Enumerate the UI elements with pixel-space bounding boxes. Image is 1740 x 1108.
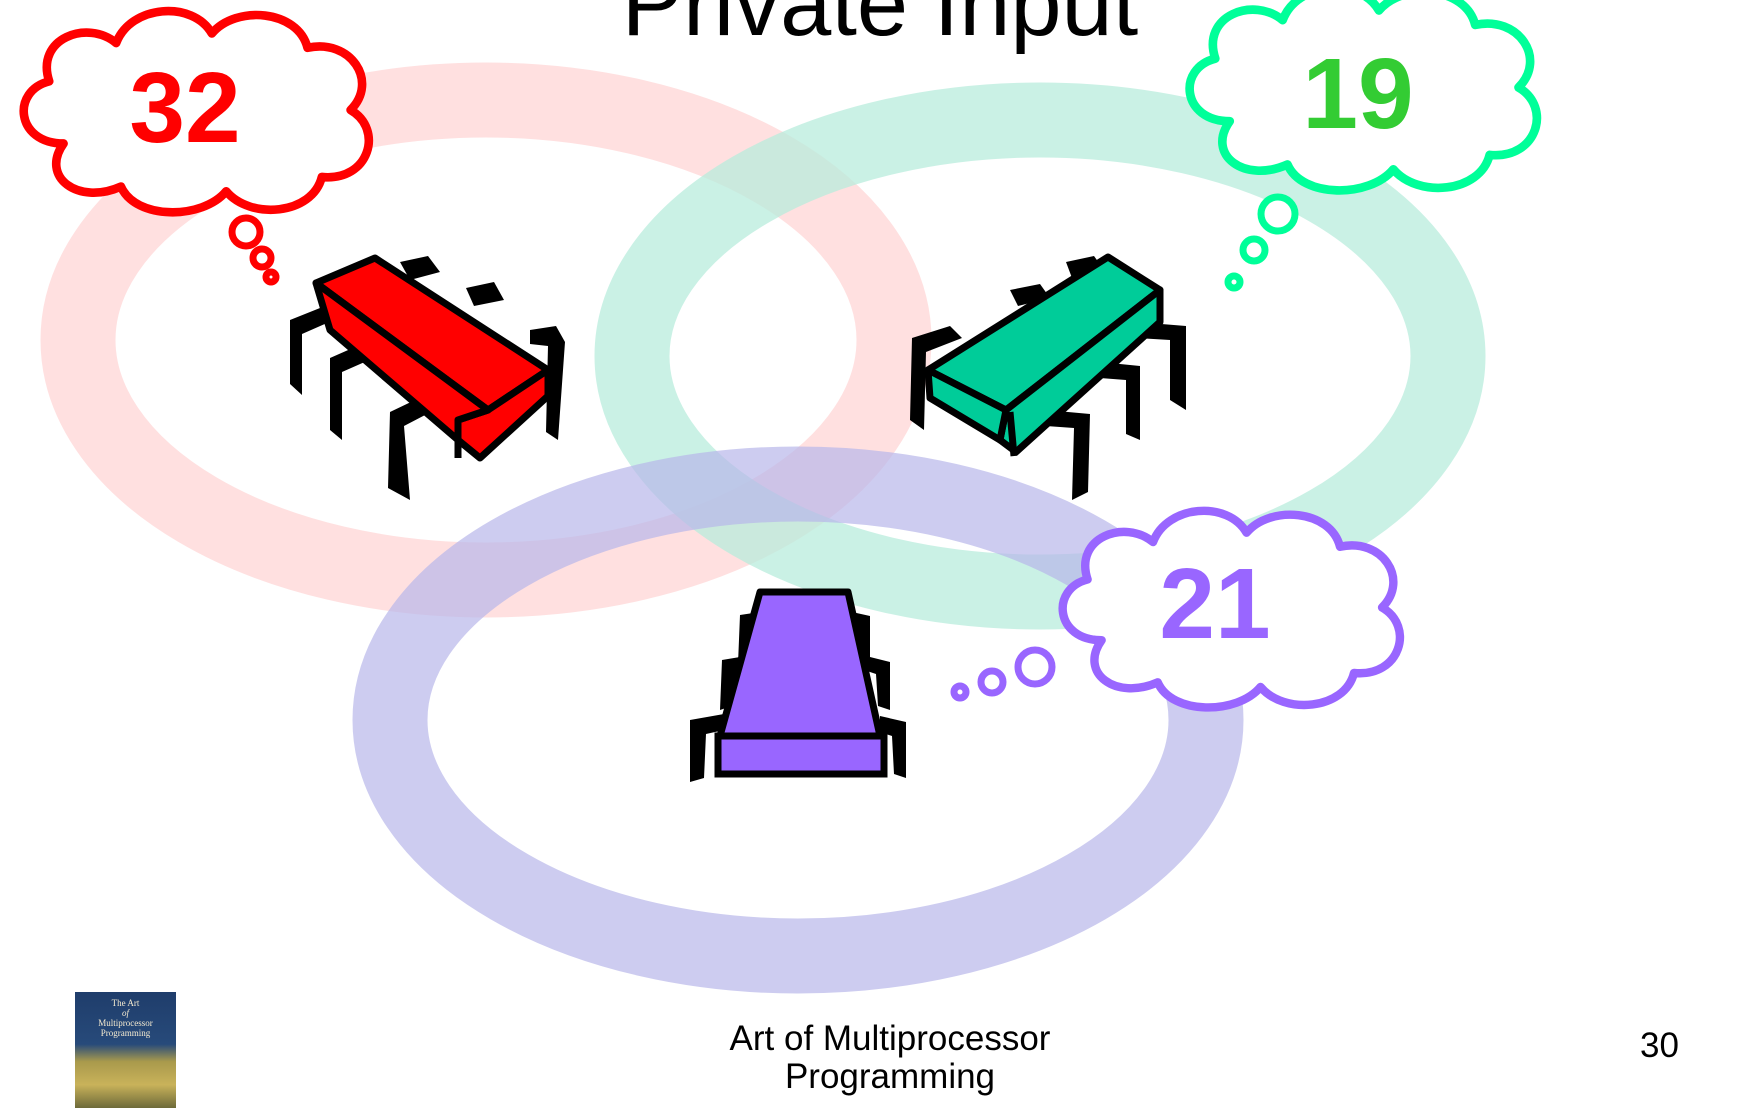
page-number: 30 [1640,1026,1679,1065]
slide-title: Private Input [621,0,1139,55]
thought-trail-green [1224,193,1299,292]
processor-chip-red-icon [290,254,565,500]
book-cover-line-2: of [121,1008,129,1018]
input-value-red: 32 [129,52,240,164]
thought-trail-red [228,214,280,286]
book-cover-line-1: The Art [111,998,140,1008]
input-value-green: 19 [1302,38,1413,150]
processor-chip-green-icon [910,253,1186,500]
book-cover-line-3: Multiprocessor [98,1018,153,1028]
ring-purple [352,446,1244,994]
ring-green [594,82,1486,630]
processor-chip-purple-icon [690,588,906,782]
slide-footer: Art of Multiprocessor Programming [670,1020,1110,1096]
footer-line-1: Art of Multiprocessor [729,1019,1051,1058]
footer-line-2: Programming [784,1057,996,1096]
thought-trail-purple [950,646,1056,702]
book-cover-line-4: Programming [100,1028,151,1038]
book-cover-image: The Art of Multiprocessor Programming [75,992,176,1108]
input-value-purple: 21 [1159,548,1270,660]
